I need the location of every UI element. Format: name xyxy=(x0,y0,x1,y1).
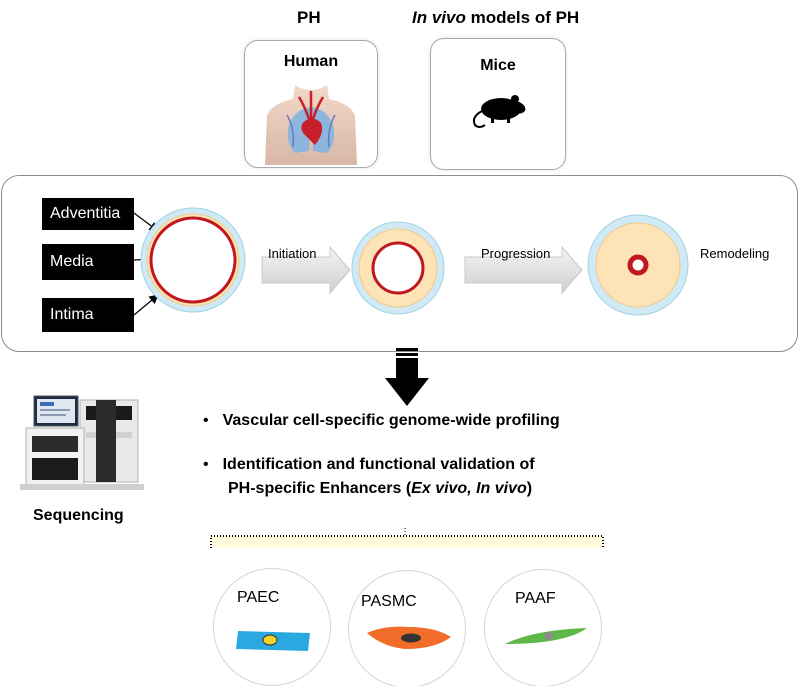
vessel-normal xyxy=(140,207,246,313)
bullet-1-text: Vascular cell-specific genome-wide profi… xyxy=(222,412,560,429)
pasmc-label: PASMC xyxy=(361,593,417,610)
intima-pointer xyxy=(133,294,159,316)
paec-label: PAEC xyxy=(237,589,280,606)
smooth-muscle-cell-icon xyxy=(367,626,451,649)
bullet-dot: • xyxy=(203,412,209,429)
human-card: Human xyxy=(244,40,378,168)
pasmc-cell: PASMC xyxy=(348,570,466,686)
progression-label: Progression xyxy=(481,246,551,261)
ph-title: PH xyxy=(297,8,321,27)
bullet-2-text: Identification and functional validation… xyxy=(222,456,535,473)
bullet-dot: • xyxy=(203,456,209,473)
bullet-2-continuation: PH-specific Enhancers (Ex vivo, In vivo) xyxy=(228,480,532,498)
remodeling-label: Remodeling xyxy=(700,246,770,261)
models-title-rest: models of PH xyxy=(465,8,580,27)
human-heart-lungs-icon xyxy=(265,85,357,165)
endothelial-cell-icon xyxy=(236,631,310,651)
fibroblast-cell-icon xyxy=(505,628,587,644)
mouse-icon xyxy=(472,95,526,128)
cell-type-bracket xyxy=(210,528,604,548)
progression-arrow xyxy=(464,245,583,295)
initiation-label: Initiation xyxy=(268,246,317,261)
bullet-2-line3-suffix: ) xyxy=(526,480,533,497)
paaf-cell: PAAF xyxy=(484,569,602,686)
down-arrow-icon xyxy=(385,348,429,406)
sequencing-label: Sequencing xyxy=(33,507,124,524)
mice-label: Mice xyxy=(480,57,516,74)
paaf-label: PAAF xyxy=(515,590,556,607)
initiation-arrow xyxy=(261,245,351,295)
human-label: Human xyxy=(283,53,339,70)
vessel-diagram xyxy=(133,207,689,316)
sequencer-icon xyxy=(20,395,144,490)
bullet-2: • Identification and functional validatio… xyxy=(203,456,535,474)
bullet-2-line3-prefix: PH-specific Enhancers ( xyxy=(228,480,412,497)
adventitia-label: Adventitia xyxy=(42,198,134,230)
models-title: In vivo models of PH xyxy=(412,8,579,28)
bullet-2-line3-italic: Ex vivo, In vivo xyxy=(411,480,527,497)
bullet-1: • Vascular cell-specific genome-wide prof… xyxy=(203,412,560,430)
models-title-italic: In vivo xyxy=(412,8,466,27)
paec-cell: PAEC xyxy=(213,568,331,686)
mice-card: Mice xyxy=(430,38,566,170)
vessel-remodeled xyxy=(587,214,689,316)
intima-label: Intima xyxy=(42,298,134,332)
vessel-initiation xyxy=(351,221,445,315)
media-label: Media xyxy=(42,244,134,280)
